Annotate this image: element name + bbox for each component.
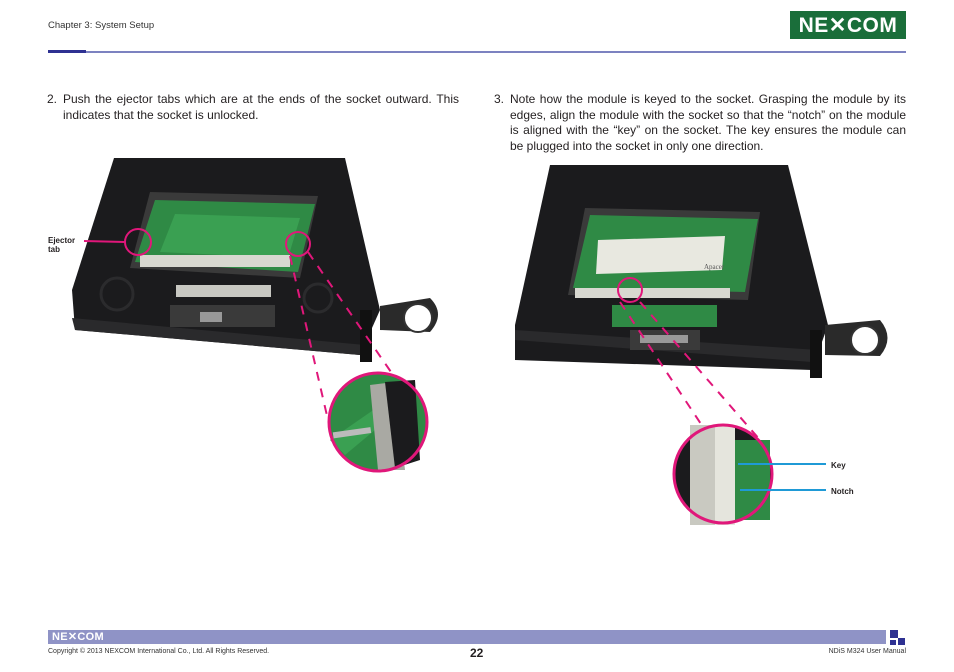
step-2-number: 2. bbox=[47, 92, 58, 106]
header-rule-accent bbox=[48, 50, 86, 53]
zoom-guide-left-2 bbox=[619, 301, 706, 431]
right-chassis-photo bbox=[515, 165, 888, 378]
footer-square-2 bbox=[890, 640, 896, 645]
manual-title: NDiS M324 User Manual bbox=[828, 648, 906, 655]
page-number: 22 bbox=[470, 646, 484, 660]
notch-zoom-inset bbox=[672, 423, 774, 525]
step-2: 2. Push the ejector tabs which are at th… bbox=[47, 92, 459, 123]
ejector-tab-label-line1: Ejector bbox=[48, 236, 76, 245]
footer-square-1 bbox=[890, 630, 898, 638]
key-label: Key bbox=[831, 461, 846, 470]
step-3-number: 3. bbox=[494, 92, 505, 106]
copyright-text: Copyright © 2013 NEXCOM International Co… bbox=[48, 648, 270, 655]
ejector-tab-circle-right bbox=[285, 231, 311, 257]
zoom-guide-left bbox=[289, 255, 329, 421]
ejector-pointer-line bbox=[83, 240, 126, 243]
module-brand-text: Apacer bbox=[704, 263, 725, 271]
ejector-tab-label: Ejector tab bbox=[48, 236, 75, 254]
header-rule bbox=[86, 51, 906, 53]
logo-text: NE✕COM bbox=[798, 13, 898, 37]
zoom-guide-right-2 bbox=[639, 301, 761, 441]
notch-circle bbox=[617, 277, 643, 303]
chapter-title: Chapter 3: System Setup bbox=[48, 20, 155, 31]
notch-label: Notch bbox=[831, 487, 854, 496]
ejector-tab-label-line2: tab bbox=[48, 245, 60, 254]
left-chassis-photo bbox=[72, 158, 438, 362]
ejector-zoom-inset bbox=[327, 371, 429, 473]
nexcom-logo: NE✕COM bbox=[790, 11, 906, 39]
step-3: 3. Note how the module is keyed to the s… bbox=[494, 92, 906, 154]
step-3-text: Note how the module is keyed to the sock… bbox=[510, 92, 906, 153]
footer-logo: NE✕COM bbox=[52, 631, 104, 643]
step-2-text: Push the ejector tabs which are at the e… bbox=[63, 92, 459, 122]
footer-square-3 bbox=[898, 638, 905, 645]
footer-bar bbox=[48, 630, 886, 644]
